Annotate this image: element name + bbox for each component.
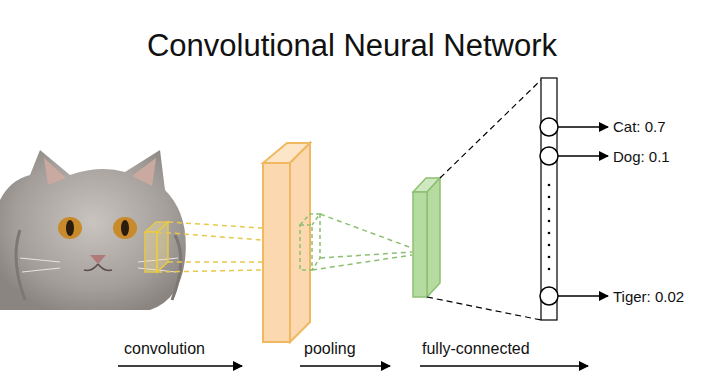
stage-arrows (118, 365, 588, 367)
ellipsis-dots (548, 184, 551, 271)
output-arrows (558, 127, 608, 296)
pool-lines (312, 214, 412, 270)
pool-window (300, 214, 320, 270)
cat-photo (0, 150, 186, 310)
class-score: Tiger: 0.02 (613, 288, 684, 306)
fc-lines (427, 80, 541, 320)
stage-label: convolution (124, 339, 205, 358)
receptive-lines (157, 222, 262, 272)
output-neurons (540, 118, 558, 305)
kernel-cube (145, 222, 168, 272)
stage-label: pooling (304, 339, 356, 358)
output-column (541, 78, 557, 320)
conv-layer (263, 143, 310, 342)
class-score: Dog: 0.1 (613, 148, 670, 166)
stage-label: fully-connected (422, 339, 530, 358)
class-score: Cat: 0.7 (613, 118, 666, 136)
diagram-title: Convolutional Neural Network (147, 27, 557, 64)
pooled-layer (413, 178, 440, 297)
